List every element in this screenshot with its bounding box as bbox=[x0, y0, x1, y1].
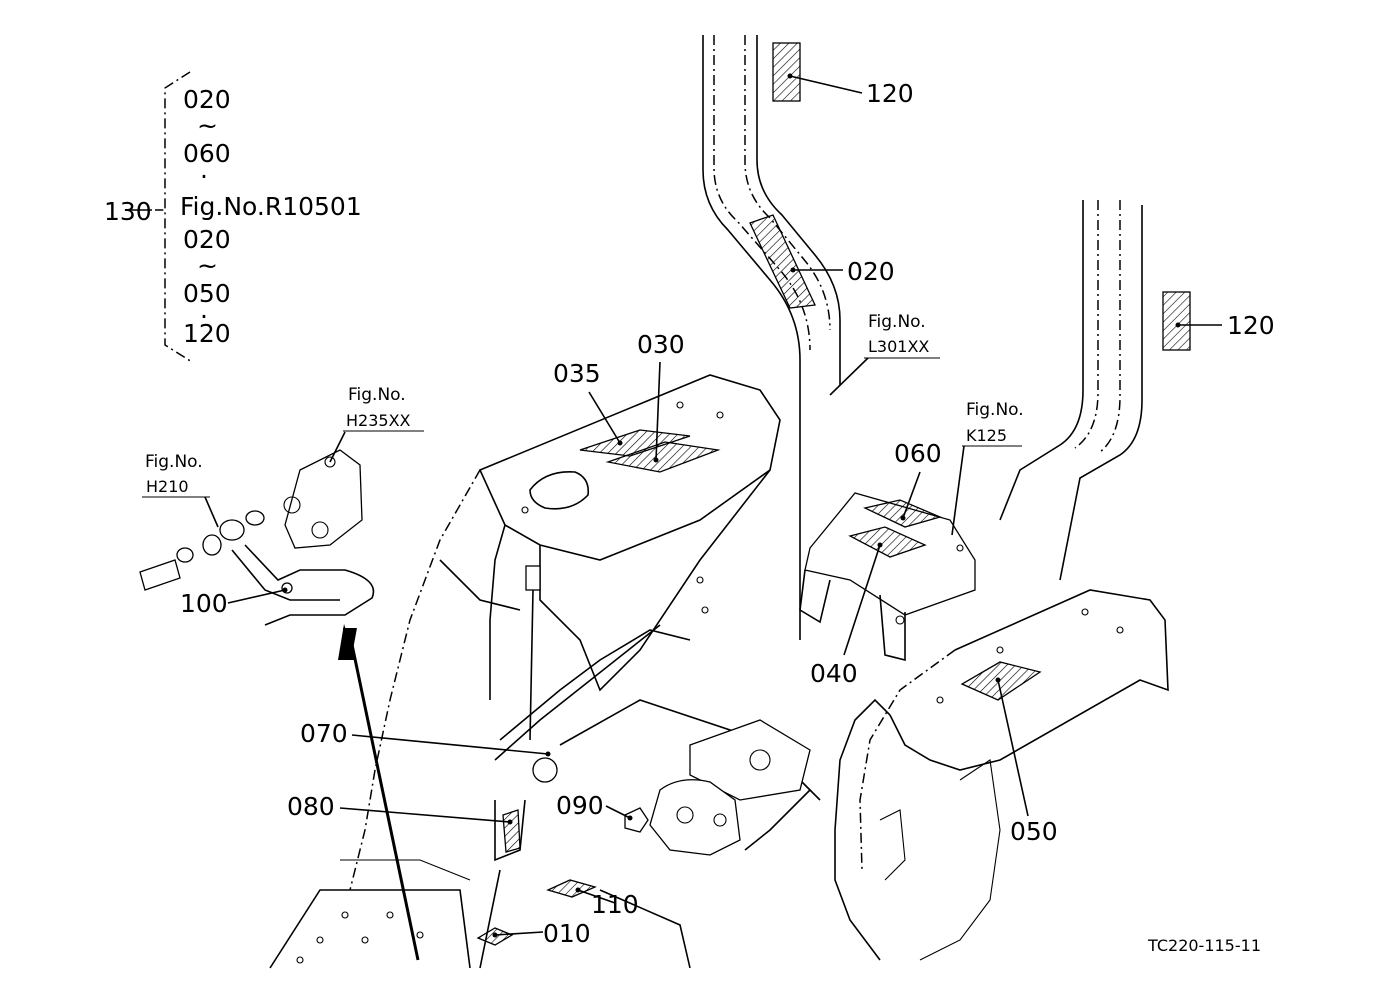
decal-020 bbox=[749, 214, 816, 309]
label-035: 035 bbox=[553, 359, 601, 388]
bracket-tilde-1: ~ bbox=[197, 111, 218, 140]
label-100: 100 bbox=[180, 589, 228, 618]
bracket-line-020b: 020 bbox=[183, 225, 231, 254]
bracket-line-120: 120 bbox=[183, 319, 231, 348]
bracket-line-fig-r10501: Fig.No.R10501 bbox=[180, 192, 362, 221]
group-brace-130 bbox=[155, 71, 193, 363]
label-030: 030 bbox=[637, 330, 685, 359]
fig-ref-l301xx-code: L301XX bbox=[868, 337, 929, 356]
label-120-top: 120 bbox=[866, 79, 914, 108]
decals bbox=[476, 42, 1191, 946]
rops-frame bbox=[702, 35, 1143, 640]
part-labels: 130 120 020 120 035 030 060 040 050 070 … bbox=[104, 79, 1275, 948]
decal-110 bbox=[546, 879, 597, 898]
bracket-list: 020 ~ 060 · Fig.No.R10501 020 ~ 050 · 12… bbox=[180, 85, 362, 348]
fig-ref-h210-code: H210 bbox=[146, 477, 189, 496]
fig-ref-h210: Fig.No. H210 bbox=[142, 452, 210, 498]
decal-030 bbox=[605, 441, 721, 473]
bracket-dot-2: · bbox=[200, 302, 208, 331]
decal-040 bbox=[848, 526, 927, 558]
label-010: 010 bbox=[543, 919, 591, 948]
leader-lines bbox=[130, 73, 1222, 938]
fig-ref-k125: Fig.No. K125 bbox=[962, 400, 1024, 447]
bracket-dot-1: · bbox=[200, 162, 208, 191]
decal-050 bbox=[960, 661, 1042, 701]
bracket-tilde-2: ~ bbox=[197, 251, 218, 280]
label-130: 130 bbox=[104, 197, 152, 226]
fig-ref-k125-code: K125 bbox=[966, 426, 1007, 445]
label-020: 020 bbox=[847, 257, 895, 286]
floor-step bbox=[269, 859, 691, 969]
label-050: 050 bbox=[1010, 817, 1058, 846]
fig-ref-l301xx-title: Fig.No. bbox=[868, 312, 926, 332]
right-fender bbox=[834, 589, 1169, 961]
fig-ref-k125-title: Fig.No. bbox=[966, 400, 1024, 420]
drawing-code: TC220-115-11 bbox=[1147, 936, 1261, 955]
label-070: 070 bbox=[300, 719, 348, 748]
fig-ref-h210-title: Fig.No. bbox=[145, 452, 203, 472]
label-040: 040 bbox=[810, 659, 858, 688]
decal-080 bbox=[502, 809, 521, 853]
label-110: 110 bbox=[591, 890, 639, 919]
valve-assembly bbox=[559, 699, 821, 856]
dashboard-hood bbox=[349, 374, 781, 891]
decal-035 bbox=[579, 429, 691, 457]
decal-060 bbox=[863, 499, 942, 528]
fig-ref-h235xx-code: H235XX bbox=[346, 411, 411, 430]
bracket-line-060: 060 bbox=[183, 139, 231, 168]
decal-120-right bbox=[1162, 291, 1191, 351]
label-090: 090 bbox=[556, 791, 604, 820]
direction-arrow bbox=[338, 624, 420, 961]
fig-ref-h235xx-title: Fig.No. bbox=[348, 385, 406, 405]
control-lever bbox=[479, 565, 691, 969]
label-060: 060 bbox=[894, 439, 942, 468]
fig-ref-l301xx: Fig.No. L301XX bbox=[864, 312, 940, 359]
label-080: 080 bbox=[287, 792, 335, 821]
fig-ref-h235xx: Fig.No. H235XX bbox=[343, 385, 424, 432]
bracket-line-020a: 020 bbox=[183, 85, 231, 114]
decal-120-top bbox=[772, 42, 801, 102]
bracket-line-050: 050 bbox=[183, 279, 231, 308]
label-120-right: 120 bbox=[1227, 311, 1275, 340]
